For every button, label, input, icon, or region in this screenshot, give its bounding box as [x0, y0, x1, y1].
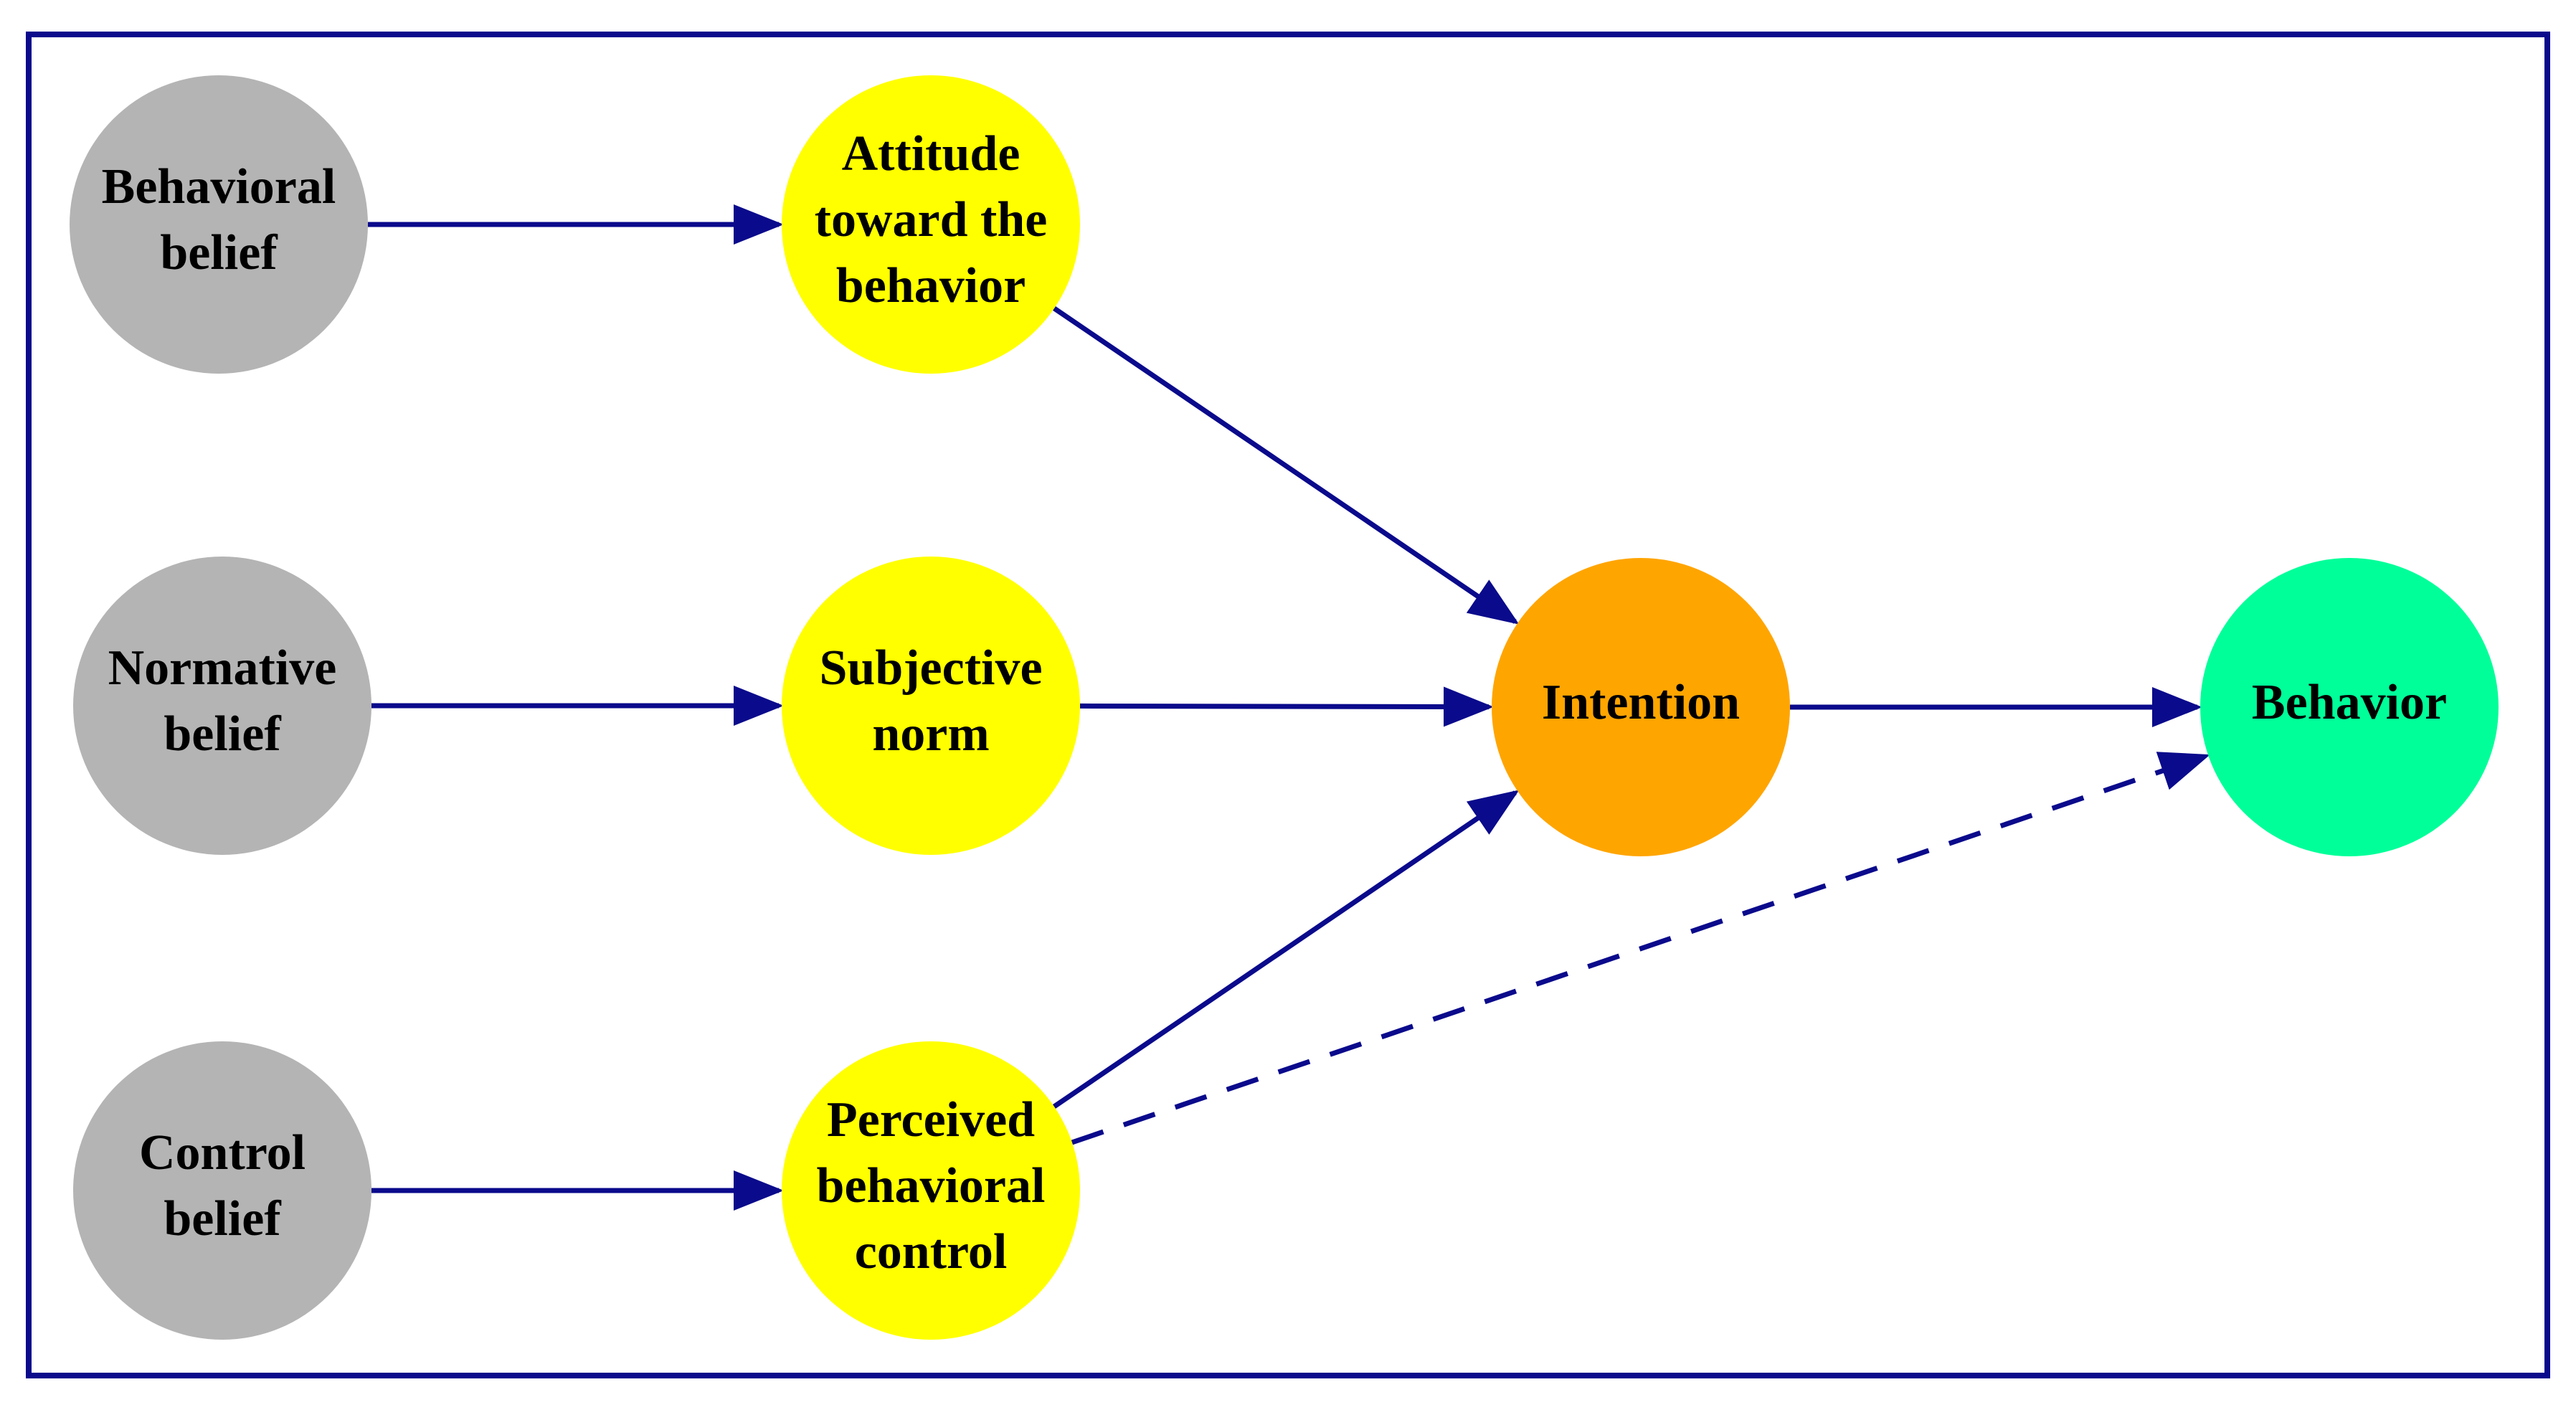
node-label-perceived-control-line-2: behavioral — [817, 1158, 1046, 1213]
node-circle-intention — [1492, 558, 1790, 856]
node-control-belief: Control belief — [73, 1041, 371, 1340]
node-circle-perceived-control — [782, 1041, 1080, 1340]
diagram-frame — [26, 32, 2550, 1378]
node-label-perceived-control-line-1: Perceived — [827, 1092, 1035, 1147]
node-label-attitude-line-1: Attitude — [842, 126, 1021, 181]
node-label-behavioral-belief-line-2: belief — [160, 225, 278, 280]
node-label-control-belief-line-2: belief — [164, 1191, 281, 1246]
edge-perceived-control-to-behavior — [1071, 752, 2210, 1145]
node-attitude: Attitude toward the behavior — [782, 75, 1080, 374]
nodes-layer: BehavioralbeliefNormativebeliefControlbe… — [70, 75, 2499, 1340]
node-normative-belief: Normative belief — [73, 557, 371, 855]
node-behavioral-belief: Behavioral belief — [70, 75, 368, 374]
node-label-subjective-norm-line-1: Subjective — [819, 640, 1042, 696]
node-circle-normative-belief — [73, 557, 371, 855]
node-circle-control-belief — [73, 1041, 371, 1340]
node-circle-subjective-norm — [782, 557, 1080, 855]
node-label-perceived-control-line-3: control — [855, 1224, 1008, 1279]
node-subjective-norm: Subjective norm — [782, 557, 1080, 855]
node-label-attitude-line-3: behavior — [836, 258, 1026, 313]
edge-perceived-control-to-intention — [1052, 790, 1520, 1109]
node-perceived-control: Perceived behavioral control — [782, 1041, 1080, 1340]
edges-layer — [368, 204, 2210, 1211]
node-label-subjective-norm-line-2: norm — [872, 706, 989, 762]
node-circle-behavioral-belief — [70, 75, 368, 374]
node-label-behavior-line-1: Behavior — [2252, 675, 2447, 730]
node-behavior: Behavior — [2200, 558, 2499, 856]
node-label-intention-line-1: Intention — [1542, 675, 1740, 730]
node-circle-behavior — [2200, 558, 2499, 856]
node-label-behavioral-belief-line-1: Behavioral — [102, 159, 336, 214]
node-intention: Intention — [1492, 558, 1790, 856]
node-label-normative-belief-line-1: Normative — [108, 640, 337, 696]
node-label-normative-belief-line-2: belief — [164, 706, 281, 762]
node-circle-attitude — [782, 75, 1080, 374]
edge-attitude-to-intention — [1053, 306, 1520, 625]
node-label-attitude-line-2: toward the — [815, 192, 1048, 247]
node-label-control-belief-line-1: Control — [139, 1125, 306, 1180]
